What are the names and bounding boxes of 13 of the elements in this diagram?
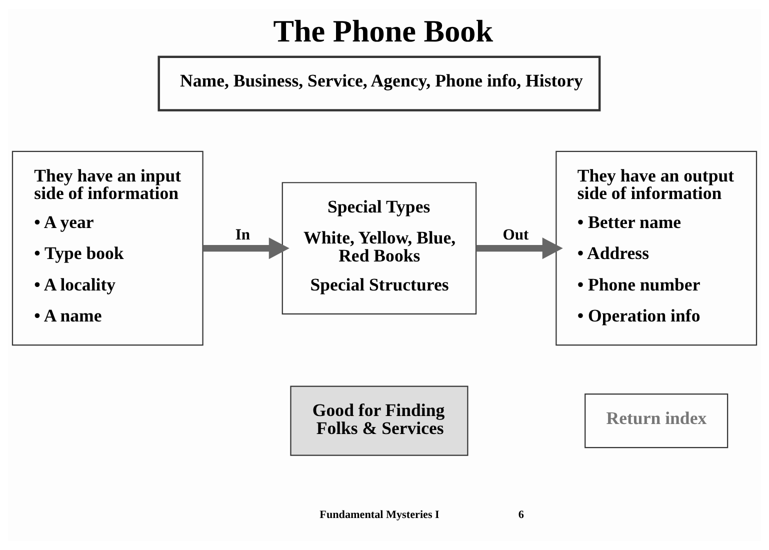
node-box: They have an input side of information • A year • Type book • A locality • A name	[12, 150, 204, 346]
node-box: Name, Business, Service, Agency, Phone info, History	[158, 56, 601, 112]
label: Fundamental Mysteries I	[320, 509, 440, 522]
node-box: Special Types White, Yellow, Blue, Red Books Special Structures	[282, 182, 477, 315]
node-box: Return index	[584, 394, 728, 448]
arrow	[203, 238, 290, 260]
edge-label: In	[235, 226, 250, 244]
node-box: Good for Finding Folks & Services	[290, 386, 468, 456]
label: 6	[518, 509, 524, 522]
edge-label: Out	[502, 226, 529, 244]
node-box: They have an output side of information • Better name • Address • Phone number • Operation info	[556, 150, 758, 346]
diagram-title: The Phone Book	[273, 14, 494, 49]
arrow	[476, 238, 563, 260]
